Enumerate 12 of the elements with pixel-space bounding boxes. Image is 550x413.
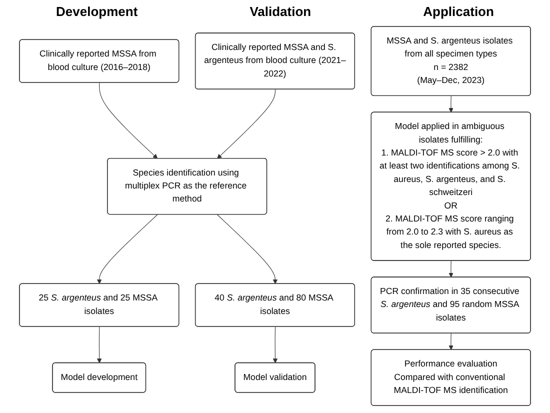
arrow [99,82,158,159]
arrow [217,89,276,159]
arrow [96,214,158,284]
arrow [216,214,278,284]
column-heading: Development [56,4,138,18]
column-heading: Validation [250,4,312,18]
column-heading: Application [423,4,494,18]
arrow [96,326,102,364]
arrow [272,326,278,364]
arrow [448,260,454,278]
arrow [448,333,454,350]
arrow [448,96,454,113]
